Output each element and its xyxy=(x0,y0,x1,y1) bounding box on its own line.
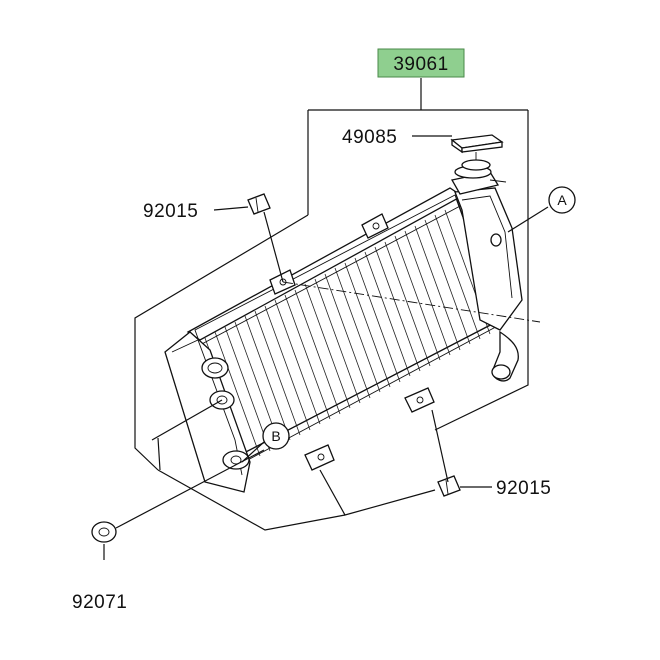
grommet-part xyxy=(91,521,117,543)
grommet-part-number[interactable]: 92071 xyxy=(72,592,127,613)
assembly-bracket xyxy=(134,78,529,531)
callout-leaders xyxy=(103,135,549,560)
lower-brackets xyxy=(304,387,435,471)
reference-b: B xyxy=(262,422,290,450)
assembly-part-number-highlight xyxy=(377,48,465,78)
clip-upper-part-number[interactable]: 92015 xyxy=(143,201,198,222)
clip-lower-part xyxy=(437,475,461,497)
radiator-cap xyxy=(450,134,504,171)
right-tank xyxy=(450,165,523,382)
cap-part-number[interactable]: 49085 xyxy=(342,127,397,148)
assembly-part-number[interactable]: 39061 xyxy=(393,54,448,75)
reference-a-letter: A xyxy=(557,192,567,208)
clip-upper-part xyxy=(247,193,271,215)
reference-a: A xyxy=(548,186,576,214)
clip-lower-part-number[interactable]: 92015 xyxy=(496,478,551,499)
center-alignment-line xyxy=(282,281,541,323)
reference-b-letter: B xyxy=(271,428,280,444)
radiator-fins xyxy=(204,209,491,463)
